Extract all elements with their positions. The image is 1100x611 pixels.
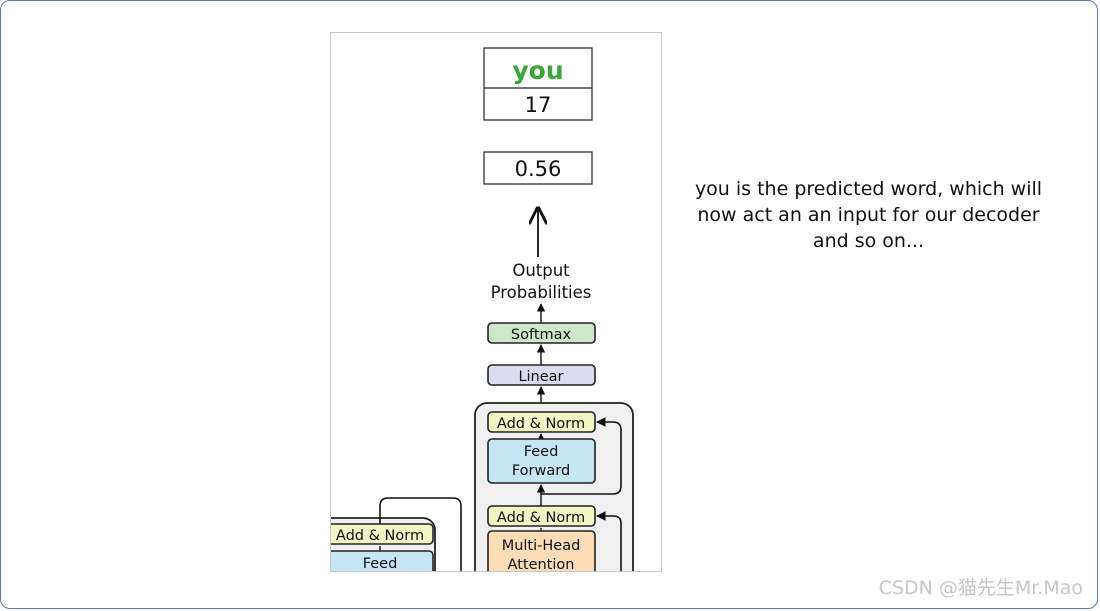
output-probabilities-label-line1: Output xyxy=(512,261,570,280)
feed-forward-label-line2: Forward xyxy=(512,463,570,479)
encoder-add-norm-label: Add & Norm xyxy=(336,528,424,544)
linear-block: Linear xyxy=(487,364,596,386)
linear-label: Linear xyxy=(518,369,563,385)
transformer-diagram-frame: you 17 0.56 Output Probabilities Softmax xyxy=(330,32,662,572)
encoder-to-decoder-connection xyxy=(379,497,462,571)
add-norm-top-label: Add & Norm xyxy=(497,416,585,432)
transformer-diagram: you 17 0.56 Output Probabilities Softmax xyxy=(331,33,634,572)
output-probabilities-label-line2: Probabilities xyxy=(491,283,592,302)
softmax-label: Softmax xyxy=(511,327,572,343)
add-norm-mid-label: Add & Norm xyxy=(497,510,585,526)
add-norm-top-block: Add & Norm xyxy=(487,411,596,433)
watermark: CSDN @猫先生Mr.Mao xyxy=(878,577,1083,599)
encoder-add-norm-block: Add & Norm xyxy=(331,523,434,545)
output-token-id: 17 xyxy=(525,93,552,117)
add-norm-mid-block: Add & Norm xyxy=(487,505,596,527)
probability-box: 0.56 xyxy=(483,151,593,185)
ff-residual-connection xyxy=(541,417,622,495)
feed-forward-block: Feed Forward xyxy=(487,438,596,484)
softmax-block: Softmax xyxy=(487,322,596,344)
output-token-box: you 17 xyxy=(483,47,593,121)
mha-residual-connection xyxy=(596,511,622,571)
encoder-feed-label: Feed xyxy=(363,556,398,572)
probability-value: 0.56 xyxy=(515,157,562,181)
multi-head-attention-label-line1: Multi-Head xyxy=(502,538,581,554)
feed-forward-label-line1: Feed xyxy=(524,444,559,460)
multi-head-attention-block: Multi-Head Attention xyxy=(487,530,596,572)
encoder-feed-block: Feed xyxy=(331,550,434,572)
output-word: you xyxy=(512,56,563,85)
caption-text: you is the predicted word, which will no… xyxy=(694,178,1043,252)
multi-head-attention-label-line2: Attention xyxy=(508,557,575,572)
